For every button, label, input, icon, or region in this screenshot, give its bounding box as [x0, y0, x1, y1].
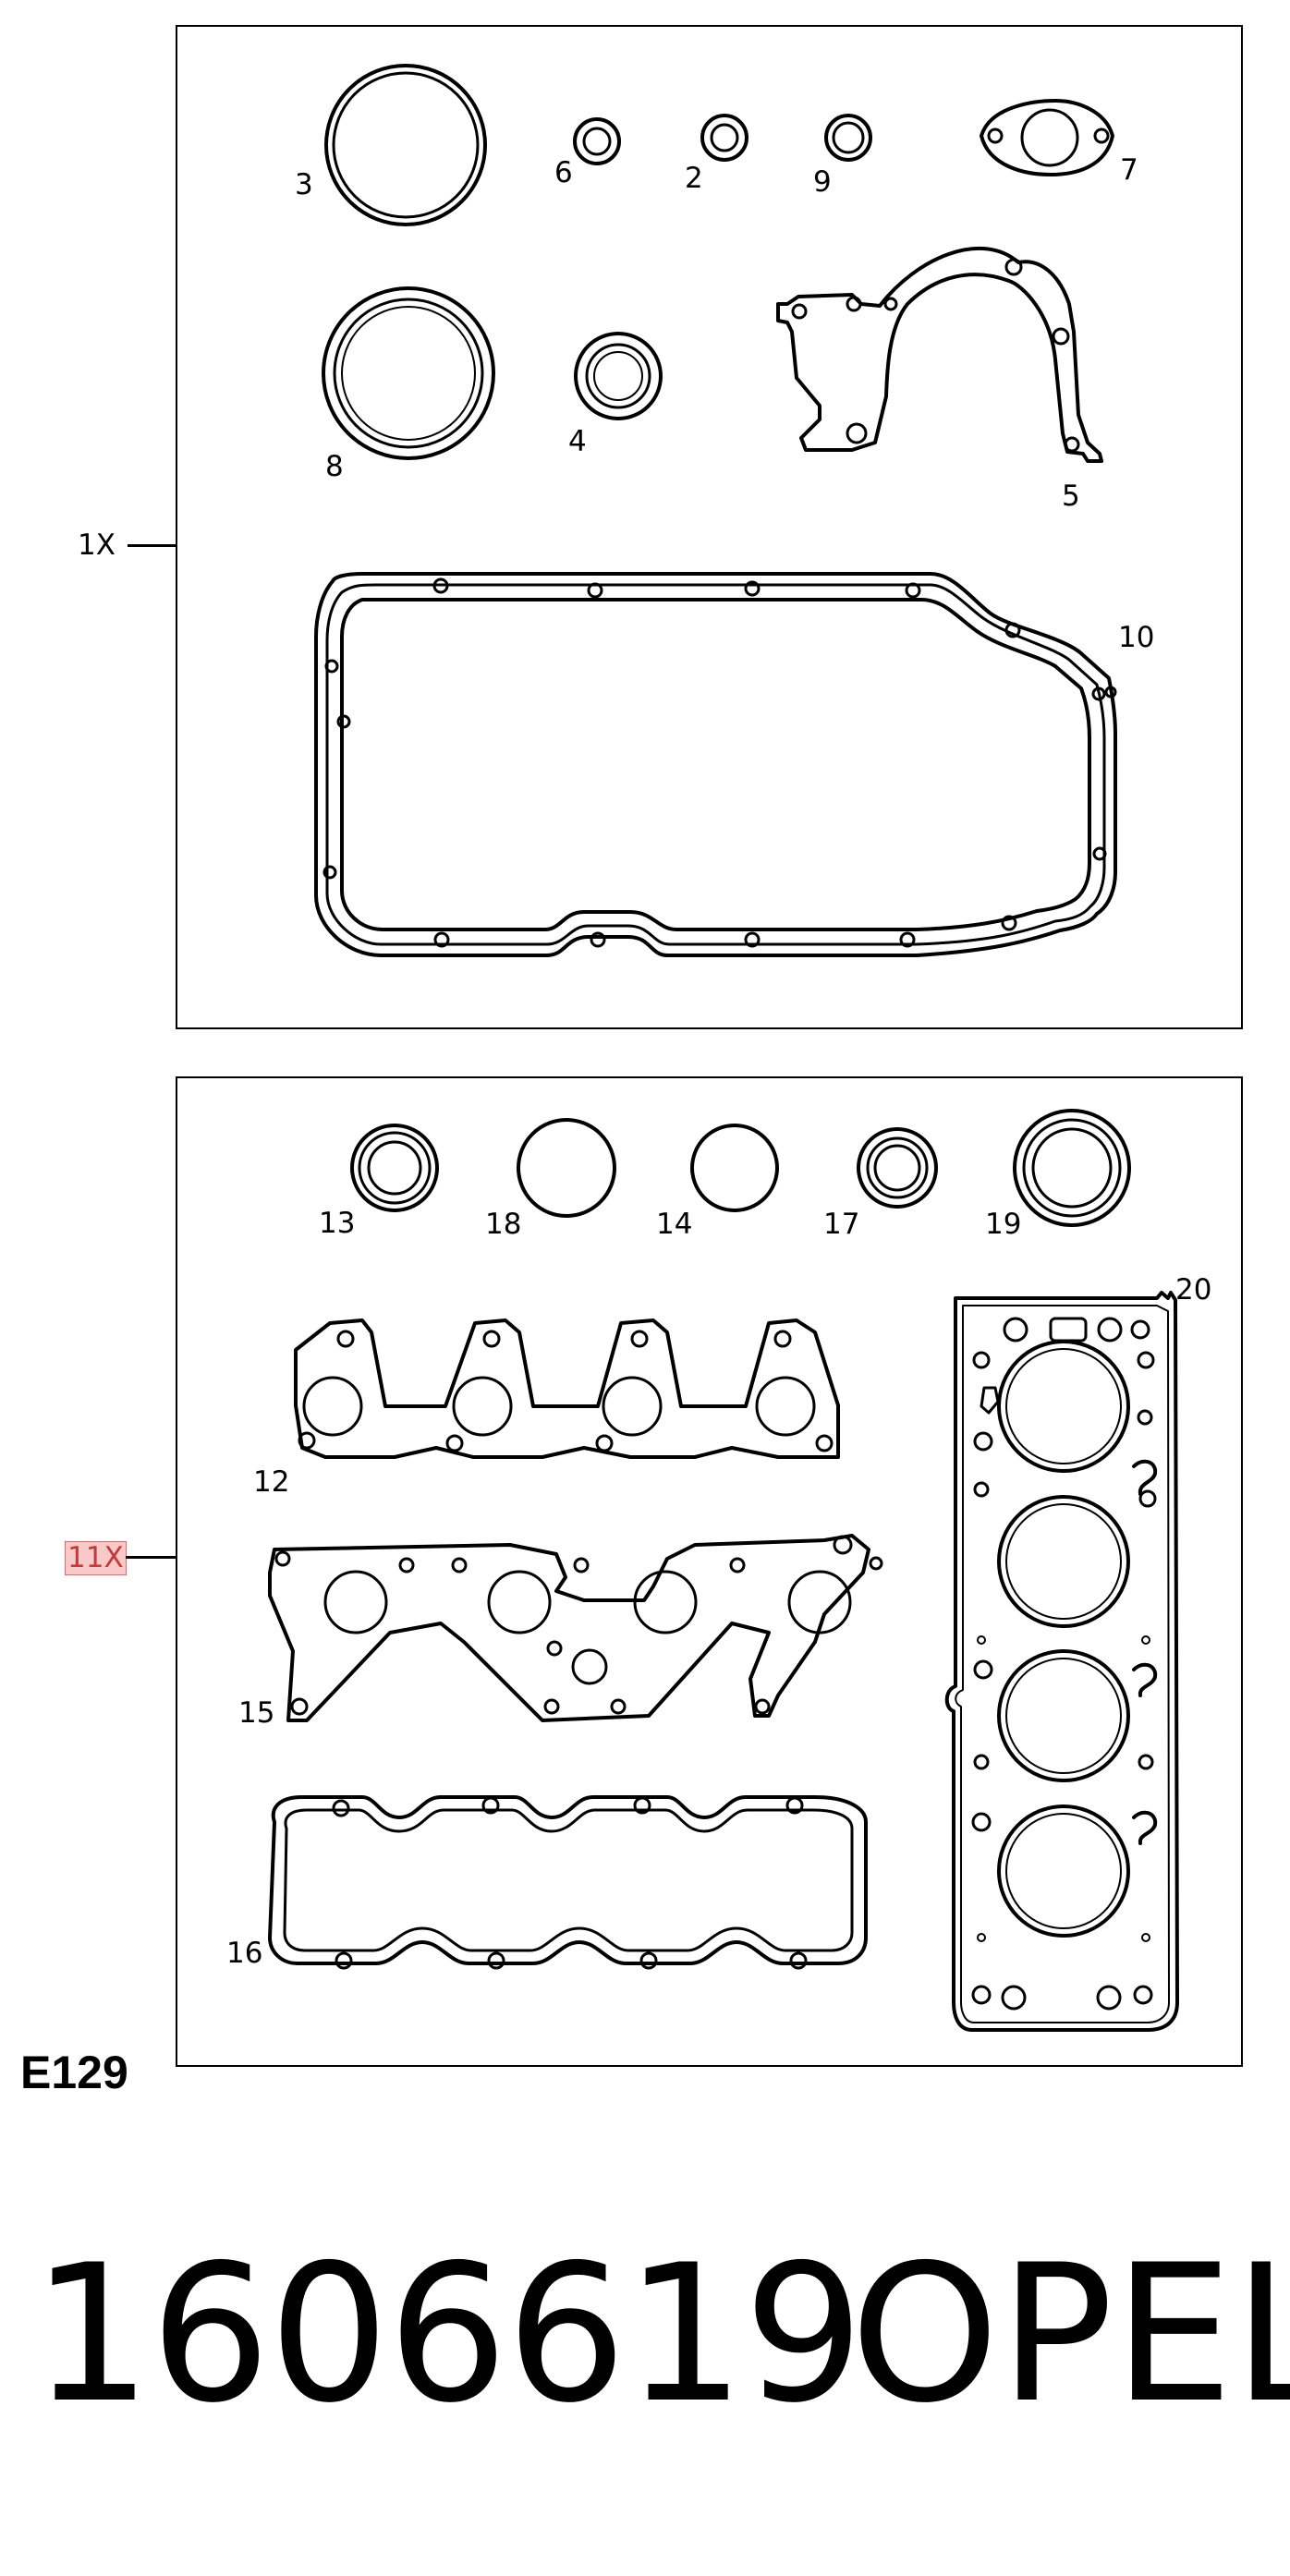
callout-17: 17 — [823, 1208, 860, 1241]
flange-gasket-7 — [980, 99, 1114, 176]
seal-8 — [322, 286, 495, 460]
rocker-cover-gasket-16 — [268, 1795, 868, 1970]
leader-line-top — [128, 544, 177, 547]
callout-10: 10 — [1118, 621, 1155, 654]
gasket-drawings-bottom — [268, 1109, 1179, 2032]
part-number: 1606619 — [31, 2225, 864, 2445]
seal-2 — [700, 114, 748, 162]
oring-18 — [517, 1118, 616, 1218]
seal-9 — [824, 114, 872, 162]
oil-pan-gasket-10 — [314, 572, 1117, 957]
callout-6: 6 — [554, 156, 573, 189]
callout-16: 16 — [226, 1937, 263, 1970]
gasket-set-panel-bottom: 13 18 14 17 19 20 12 15 16 — [176, 1076, 1243, 2067]
quantity-label-top: 1X — [78, 529, 116, 562]
manifold-gasket-12 — [294, 1318, 840, 1459]
callout-12: 12 — [253, 1465, 290, 1499]
callout-3: 3 — [295, 168, 313, 201]
callout-4: 4 — [568, 425, 587, 458]
gasket-drawings-top — [314, 64, 1117, 957]
seal-17 — [857, 1127, 938, 1209]
callout-13: 13 — [319, 1207, 356, 1240]
callout-14: 14 — [656, 1208, 693, 1241]
callout-20: 20 — [1175, 1273, 1212, 1306]
head-gasket-20 — [944, 1291, 1179, 2032]
brand-name: OPEL — [850, 2225, 1290, 2445]
callout-7: 7 — [1120, 153, 1138, 187]
callout-2: 2 — [685, 162, 703, 195]
gasket-3-oring — [324, 64, 487, 226]
leader-line-bottom — [126, 1556, 177, 1559]
manifold-gasket-15 — [268, 1534, 883, 1722]
seal-4 — [574, 332, 663, 420]
quantity-label-bottom[interactable]: 11X — [65, 1541, 127, 1575]
callout-9: 9 — [813, 165, 832, 199]
oring-14 — [690, 1124, 779, 1212]
cover-gasket-5 — [776, 246, 1103, 463]
diagram-code: E129 — [20, 2047, 128, 2098]
seal-6 — [573, 117, 621, 165]
seal-19 — [1013, 1109, 1131, 1227]
callout-19: 19 — [985, 1208, 1022, 1241]
callout-18: 18 — [485, 1208, 522, 1241]
seal-13 — [350, 1124, 439, 1212]
callout-8: 8 — [325, 450, 344, 483]
callout-5: 5 — [1062, 480, 1080, 513]
gasket-set-panel-top: 3 6 2 9 7 8 4 5 10 — [176, 25, 1243, 1029]
callout-15: 15 — [238, 1696, 275, 1730]
